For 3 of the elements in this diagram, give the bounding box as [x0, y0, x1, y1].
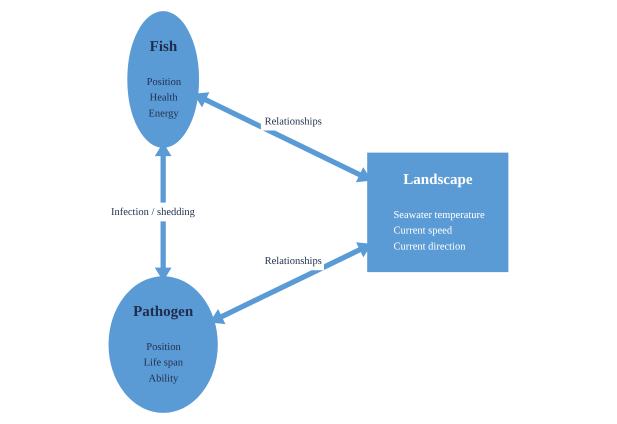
- edge-label: Relationships: [264, 116, 322, 128]
- edge-label: Relationships: [264, 256, 322, 267]
- edge-label: Infection / shedding: [110, 207, 195, 218]
